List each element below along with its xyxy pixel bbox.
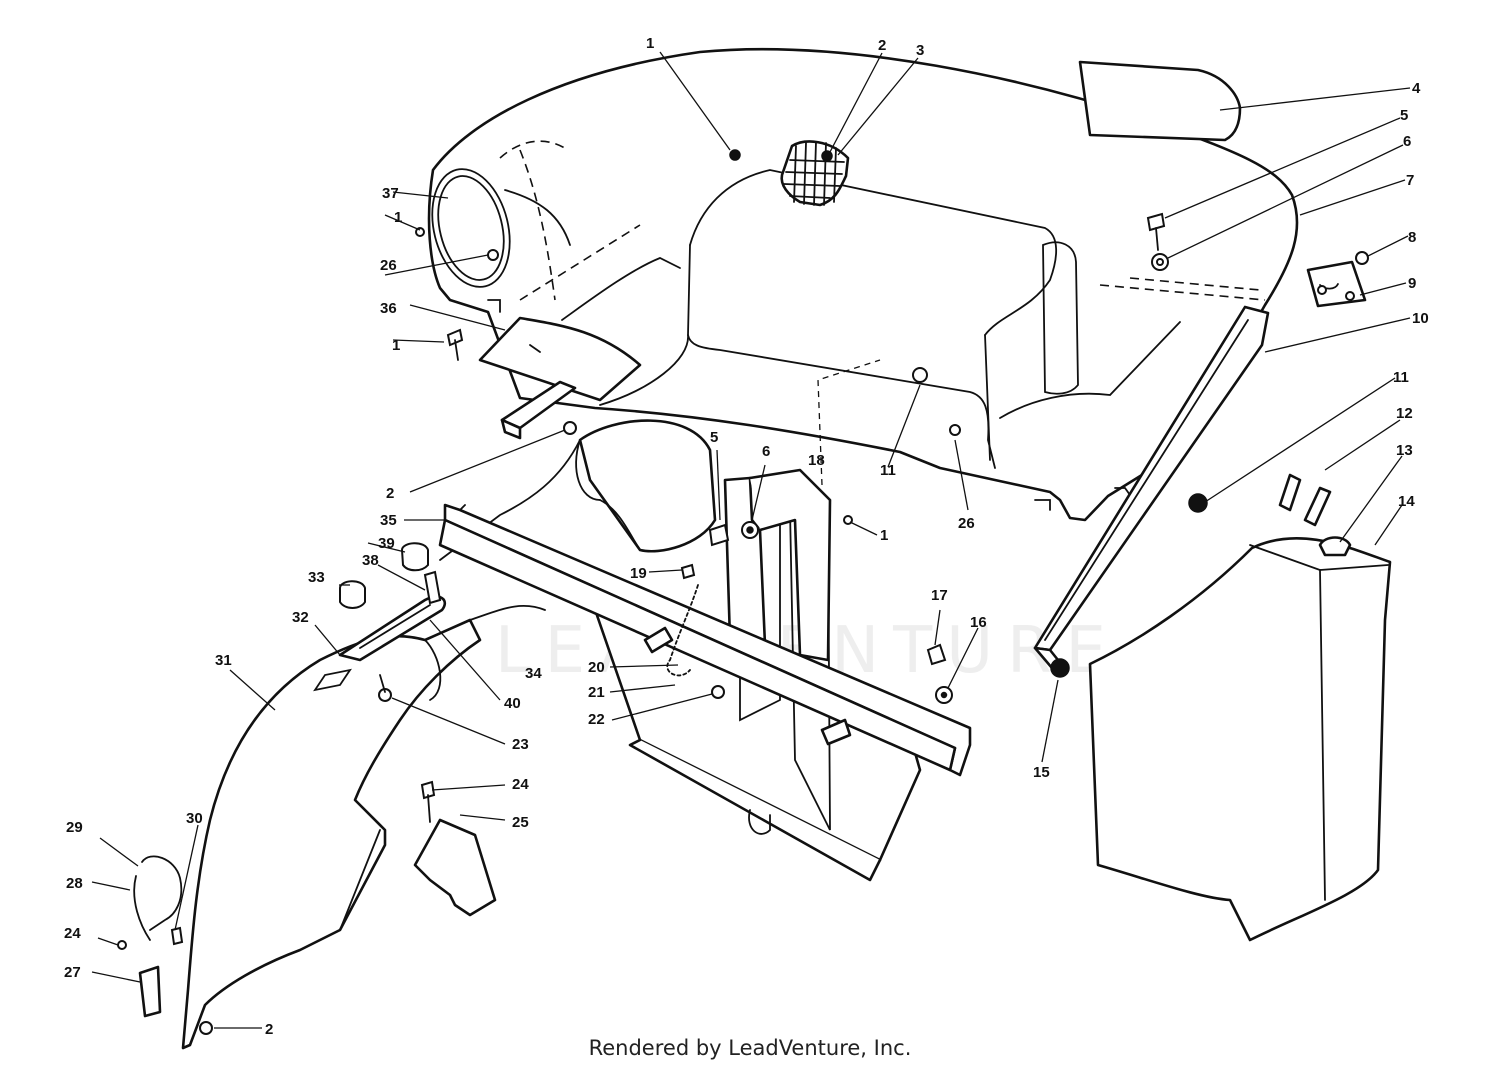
- callout-27: 27: [64, 964, 81, 981]
- callout-26b: 26: [958, 515, 975, 532]
- callout-8: 8: [1408, 229, 1416, 246]
- hinge-plate: [138, 965, 162, 1018]
- callout-6b: 6: [762, 443, 770, 460]
- callout-29: 29: [66, 819, 83, 836]
- callout-35: 35: [380, 512, 397, 529]
- callout-24: 24: [512, 776, 529, 793]
- callout-30: 30: [186, 810, 203, 827]
- hitch-crossbar: [438, 503, 972, 777]
- callout-14: 14: [1398, 493, 1415, 510]
- callout-2: 2: [878, 37, 886, 54]
- catcher-bag: [1088, 536, 1392, 942]
- basket-frame: [588, 509, 922, 882]
- render-credit: Rendered by LeadVenture, Inc.: [588, 1036, 912, 1060]
- leader-lines: [91, 51, 1411, 1029]
- callout-18: 18: [808, 452, 825, 469]
- safety-chain: [666, 584, 699, 677]
- callout-6: 6: [1403, 133, 1411, 150]
- callout-36: 36: [380, 300, 397, 317]
- callout-11b: 11: [880, 462, 896, 479]
- callout-21: 21: [588, 684, 605, 701]
- callout-2b: 2: [386, 485, 394, 502]
- grass-catcher-cover: [427, 47, 1299, 522]
- callout-17: 17: [931, 587, 948, 604]
- callout-16: 16: [970, 614, 987, 631]
- callout-19: 19: [630, 565, 647, 582]
- callout-33: 33: [308, 569, 325, 586]
- discharge-tube: [439, 419, 717, 621]
- callout-1c: 1: [392, 337, 400, 354]
- decal: [1078, 60, 1242, 142]
- callout-10: 10: [1412, 310, 1429, 327]
- callout-9: 9: [1408, 275, 1416, 292]
- hardware: [117, 149, 1369, 1035]
- callout-5b: 5: [710, 429, 718, 446]
- callout-7: 7: [1406, 172, 1414, 189]
- callout-4: 4: [1412, 80, 1421, 97]
- callout-1b: 1: [394, 209, 402, 226]
- callout-20: 20: [588, 659, 605, 676]
- deflector-spout: [181, 618, 482, 1050]
- callout-22: 22: [588, 711, 605, 728]
- bracket-plate: [1306, 260, 1367, 308]
- latch-plate: [413, 818, 497, 917]
- callout-1: 1: [646, 35, 654, 52]
- callout-28: 28: [66, 875, 83, 892]
- callout-40: 40: [504, 695, 521, 712]
- callout-37: 37: [382, 185, 399, 202]
- callout-13: 13: [1396, 442, 1413, 459]
- callout-5: 5: [1400, 107, 1408, 124]
- callout-26a: 26: [380, 257, 397, 274]
- callout-38: 38: [362, 552, 379, 569]
- callout-12: 12: [1396, 405, 1413, 422]
- callout-2c: 2: [265, 1021, 273, 1038]
- callout-32: 32: [292, 609, 309, 626]
- callout-23: 23: [512, 736, 529, 753]
- callout-31: 31: [215, 652, 232, 669]
- callout-39: 39: [378, 535, 395, 552]
- callout-25: 25: [512, 814, 529, 831]
- callout-24b: 24: [64, 925, 81, 942]
- callout-15: 15: [1033, 764, 1050, 781]
- front-tray-plate: [478, 316, 642, 402]
- pins: [643, 626, 852, 746]
- callout-34: 34: [525, 665, 542, 682]
- callout-11: 11: [1393, 369, 1409, 386]
- callout-1d: 1: [880, 527, 888, 544]
- callout-3: 3: [916, 42, 924, 59]
- callout-numbers: 1 2 3 4 5 6 7 8 9 10 11 12 13 14 15 16 1…: [64, 35, 1429, 1038]
- spout-handle: [338, 595, 447, 662]
